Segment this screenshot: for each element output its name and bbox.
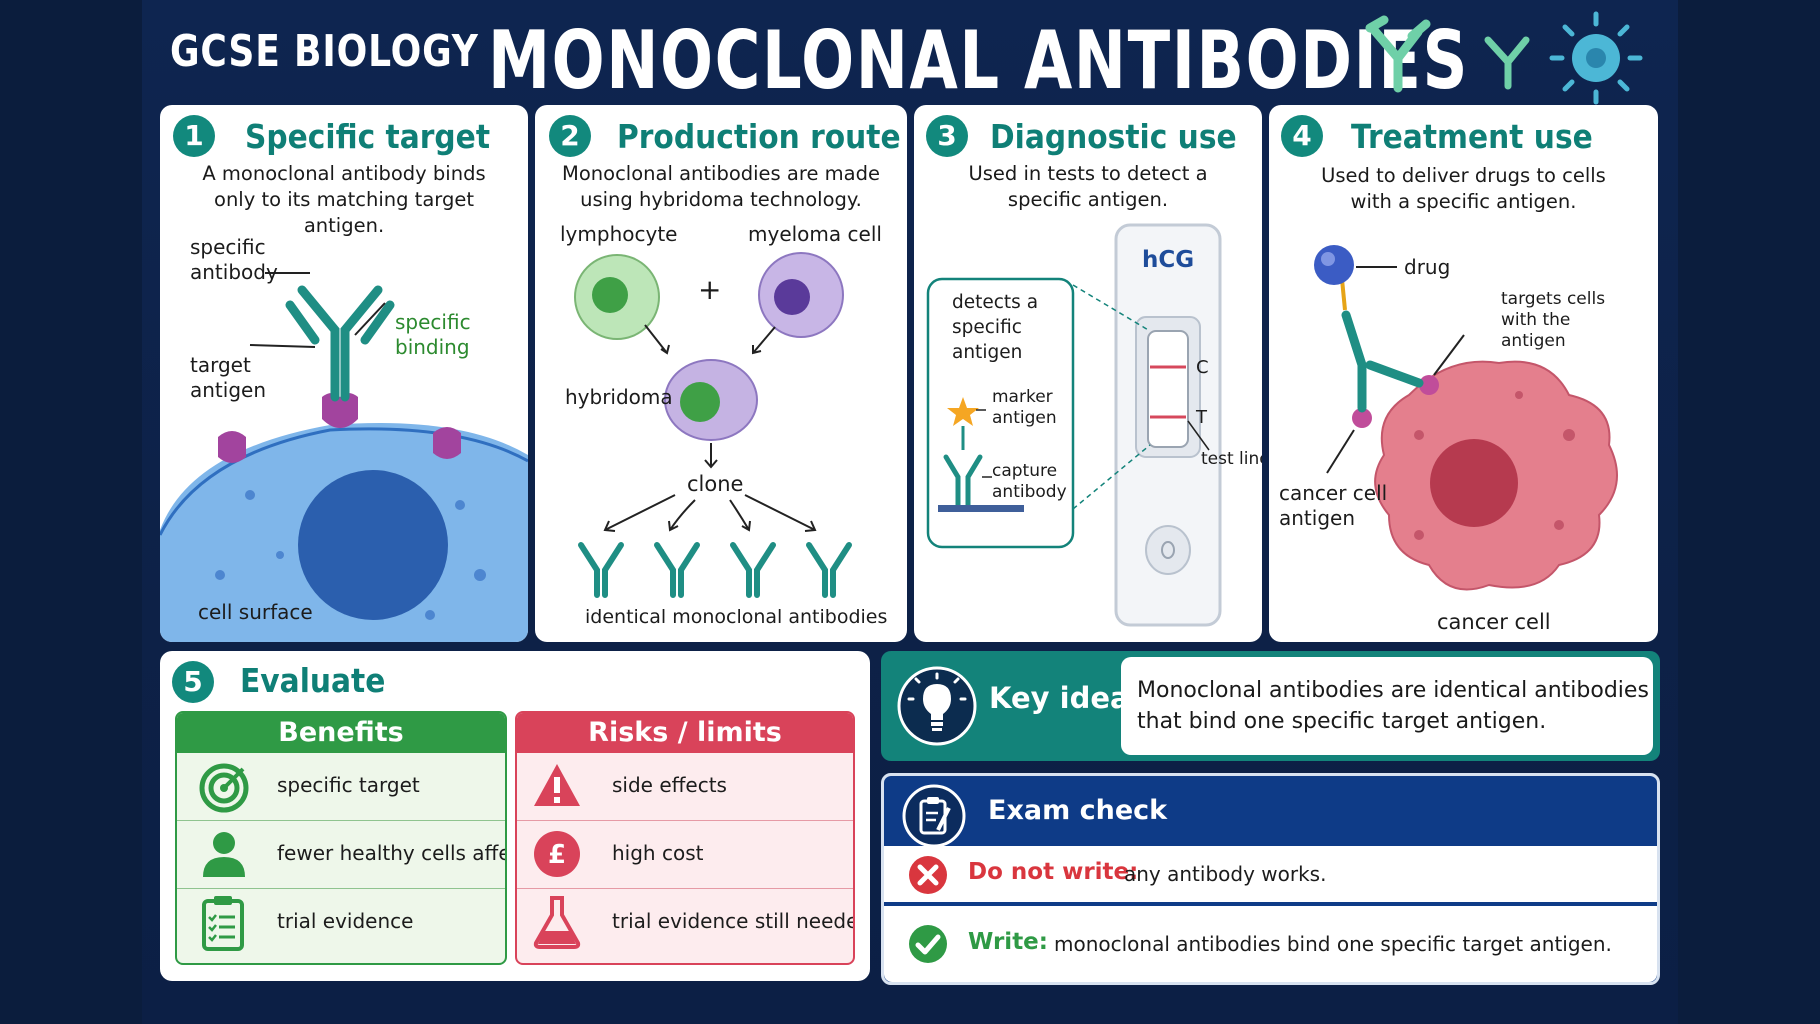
pound-icon: £: [534, 831, 580, 877]
identical-label: identical monoclonal antibodies: [585, 606, 888, 628]
warning-icon: [534, 764, 580, 806]
test-line-marker: T: [1196, 407, 1207, 428]
risks-title: Risks / limits: [517, 713, 853, 753]
list-item: fewer healthy cells affected: [177, 821, 505, 889]
card-description: A monoclonal antibody binds only to its …: [202, 162, 486, 237]
myeloma-label: myeloma cell: [748, 222, 882, 246]
cancer-cell-diagram: [1314, 245, 1618, 591]
lightbulb-icon: [897, 666, 977, 746]
do-write-label: Write:: [968, 929, 1048, 955]
card-number: 2: [549, 115, 591, 157]
key-idea-panel: Key idea Monoclonal antibodies are ident…: [881, 651, 1660, 761]
list-item: trial evidence: [177, 889, 505, 957]
target-icon: [199, 763, 249, 813]
clipboard-icon: [202, 896, 244, 951]
clone-label: clone: [687, 472, 744, 496]
plus-sign: +: [698, 273, 722, 306]
card-specific-target: 1 Specific target A monoclonal antibody …: [160, 105, 528, 642]
antibody-icon: [1484, 36, 1530, 90]
antibody-icon: [1365, 15, 1431, 93]
dont-write-row: Do not write: any antibody works.: [884, 846, 1657, 904]
card-title: Evaluate: [240, 661, 386, 700]
card-diagnostic-use: 3 Diagnostic use Used in tests to detect…: [914, 105, 1262, 642]
card-evaluate: 5 Evaluate Benefits specific target fewe…: [160, 651, 870, 981]
list-item: trial evidence still needed: [517, 889, 853, 957]
control-line-label: C: [1196, 357, 1209, 378]
key-idea-label: Key idea: [989, 681, 1130, 715]
pregnancy-test-diagram: [926, 223, 1222, 627]
clipboard-pen-icon: [902, 784, 966, 848]
card-number: 5: [172, 661, 214, 703]
drug-label: drug: [1404, 255, 1451, 279]
benefits-column: Benefits specific target fewer healthy c…: [175, 711, 507, 965]
list-item: side effects: [517, 753, 853, 821]
cross-icon: [909, 856, 947, 894]
header-icons: [1365, 11, 1643, 105]
risks-column: Risks / limits side effects £ high cost …: [515, 711, 855, 965]
card-title: Treatment use: [1351, 117, 1593, 156]
do-write-text: monoclonal antibodies bind one specific …: [1054, 932, 1612, 956]
card-treatment-use: 4 Treatment use Used to deliver drugs to…: [1269, 105, 1658, 642]
hybridoma-label: hybridoma: [565, 385, 673, 409]
exam-check-panel: Exam check Do not write: any antibody wo…: [881, 773, 1660, 985]
exam-check-title: Exam check: [988, 795, 1168, 826]
card-number: 3: [926, 115, 968, 157]
list-item: specific target: [177, 753, 505, 821]
card-title: Specific target: [245, 117, 491, 156]
cell-diagram: [160, 272, 528, 642]
list-item: £ high cost: [517, 821, 853, 889]
lymphocyte-label: lymphocyte: [560, 222, 678, 246]
svg-text:£: £: [548, 840, 566, 870]
flask-icon: [533, 896, 581, 949]
key-idea-box: Monoclonal antibodies are identical anti…: [1121, 657, 1653, 755]
cell-surface-label: cell surface: [198, 600, 313, 624]
hybridoma-diagram: [574, 252, 852, 598]
do-write-row: Write: monoclonal antibodies bind one sp…: [884, 906, 1657, 982]
card-number: 1: [173, 115, 215, 157]
person-icon: [203, 832, 245, 877]
brand-label: GCSE BIOLOGY: [170, 26, 479, 77]
card-production-route: 2 Production route Monoclonal antibodies…: [535, 105, 907, 642]
cancer-cell-label: cancer cell: [1437, 610, 1551, 634]
card-number: 4: [1281, 115, 1323, 157]
virus-icon: [1549, 11, 1643, 105]
benefits-title: Benefits: [177, 713, 505, 753]
card-title: Diagnostic use: [990, 117, 1237, 156]
test-line-label: test line: [1201, 449, 1262, 469]
page-title: MONOCLONAL ANTIBODIES: [488, 14, 1470, 107]
dont-write-label: Do not write:: [968, 859, 1139, 885]
hcg-label: hCG: [1142, 247, 1195, 273]
check-icon: [909, 925, 947, 963]
card-title: Production route: [617, 117, 901, 156]
dont-write-text: any antibody works.: [1124, 862, 1327, 886]
